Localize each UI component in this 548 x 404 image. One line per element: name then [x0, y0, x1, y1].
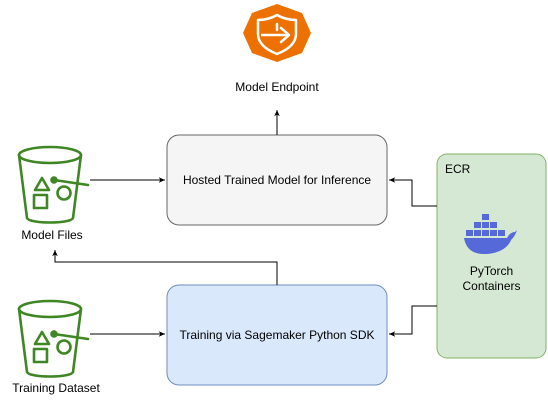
edge-ecr-to-training [389, 305, 437, 337]
edge-ecr-to-hosted [389, 177, 437, 207]
model-files-bucket-icon[interactable] [17, 145, 90, 224]
pytorch-containers-label-line1: PyTorch [469, 264, 514, 278]
model-files-label: Model Files [21, 228, 83, 242]
ecr-group-box[interactable] [436, 153, 547, 359]
training-label: Training via Sagemaker Python SDK [179, 328, 375, 342]
model-endpoint-label: Model Endpoint [235, 80, 319, 94]
docker-icon[interactable] [464, 214, 517, 254]
edge-training-to-modelfiles [52, 250, 278, 285]
pytorch-containers-label-line2: Containers [462, 279, 521, 293]
hosted-model-label: Hosted Trained Model for Inference [182, 173, 372, 187]
ecr-title: ECR [445, 162, 471, 176]
training-dataset-bucket-icon[interactable] [17, 299, 90, 378]
sagemaker-endpoint-icon[interactable] [243, 4, 311, 62]
connectors [52, 110, 437, 337]
training-dataset-label: Training Dataset [12, 381, 100, 395]
